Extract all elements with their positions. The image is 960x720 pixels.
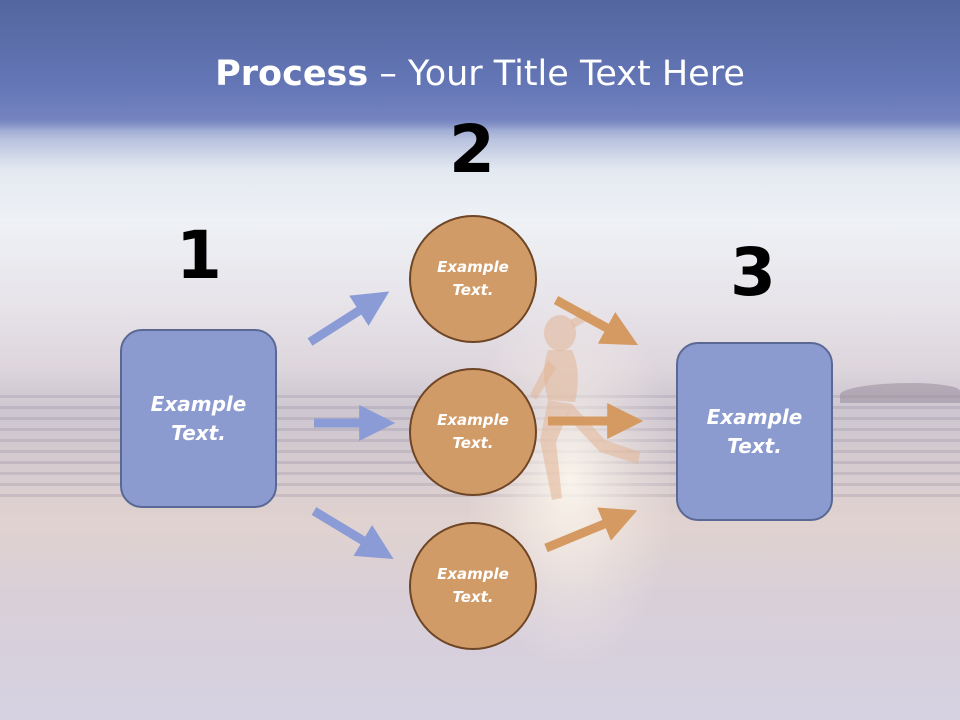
- circle-middle: Example Text.: [409, 368, 537, 496]
- step-number-3: 3: [730, 234, 776, 311]
- circle-top-label: Example Text.: [437, 258, 509, 299]
- circle-top: Example Text.: [409, 215, 537, 343]
- title-band: [0, 0, 960, 130]
- arrow-left-to-top: [307, 291, 390, 346]
- step-number-2: 2: [449, 111, 495, 188]
- arrow-left-to-bottom: [311, 507, 394, 560]
- title-rest-part: – Your Title Text Here: [368, 54, 745, 94]
- title-bold-part: Process: [215, 54, 369, 94]
- left-process-box: Example Text.: [120, 329, 277, 508]
- arrow-bottom-to-right: [544, 507, 638, 553]
- circle-bottom-label: Example Text.: [437, 565, 509, 606]
- right-process-box: Example Text.: [676, 342, 833, 521]
- slide-title: Process – Your Title Text Here: [0, 52, 960, 96]
- step-number-1: 1: [176, 217, 222, 294]
- arrow-top-to-right: [553, 296, 639, 346]
- right-box-label: Example Text.: [706, 404, 803, 458]
- circle-middle-label: Example Text.: [437, 411, 509, 452]
- circle-bottom: Example Text.: [409, 522, 537, 650]
- left-box-label: Example Text.: [150, 391, 247, 445]
- background-island: [840, 383, 960, 403]
